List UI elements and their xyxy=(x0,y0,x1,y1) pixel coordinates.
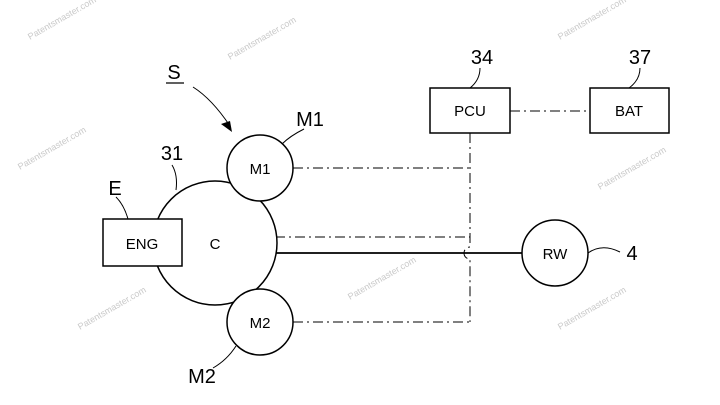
motor2-ref: M2 xyxy=(188,366,216,388)
motor2-label: M2 xyxy=(250,315,271,332)
motor1-circle xyxy=(226,134,294,202)
system-ref: S xyxy=(167,62,180,84)
motor2-circle xyxy=(226,288,294,356)
leader-m1 xyxy=(281,128,305,145)
pcu-label: PCU xyxy=(454,103,486,120)
engine-label: ENG xyxy=(126,236,159,253)
watermark: Patentsmaster.com xyxy=(346,255,418,302)
engine-box xyxy=(102,218,183,267)
leader-m2 xyxy=(212,345,237,369)
watermark: Patentsmaster.com xyxy=(556,285,628,332)
battery-ref: 37 xyxy=(629,47,651,69)
line-pcu-vertical xyxy=(463,133,471,322)
system-arrow xyxy=(192,86,231,127)
watermark: Patentsmaster.com xyxy=(556,0,628,42)
wheel-label: RW xyxy=(543,246,569,263)
watermark: Patentsmaster.com xyxy=(226,15,298,62)
system-arrowhead xyxy=(221,121,232,132)
connections xyxy=(275,110,590,323)
leader-lines xyxy=(115,67,641,369)
motor1-label: M1 xyxy=(250,161,271,178)
watermark: Patentsmaster.com xyxy=(76,285,148,332)
leader-e xyxy=(115,196,129,220)
battery-label: BAT xyxy=(615,103,643,120)
pcu-ref: 34 xyxy=(471,47,493,69)
engine-ref: E xyxy=(108,178,121,200)
watermark: Patentsmaster.com xyxy=(596,145,668,192)
leader-37 xyxy=(628,67,641,89)
watermark: Patentsmaster.com xyxy=(16,125,88,172)
leader-4 xyxy=(587,247,621,254)
motor1-ref: M1 xyxy=(296,109,324,131)
leader-31 xyxy=(171,164,177,191)
wheel-ref: 4 xyxy=(626,243,637,265)
carrier-label: C xyxy=(210,236,221,253)
leader-34 xyxy=(469,67,481,89)
watermark: Patentsmaster.com xyxy=(26,0,98,42)
carrier-ref: 31 xyxy=(161,143,183,165)
